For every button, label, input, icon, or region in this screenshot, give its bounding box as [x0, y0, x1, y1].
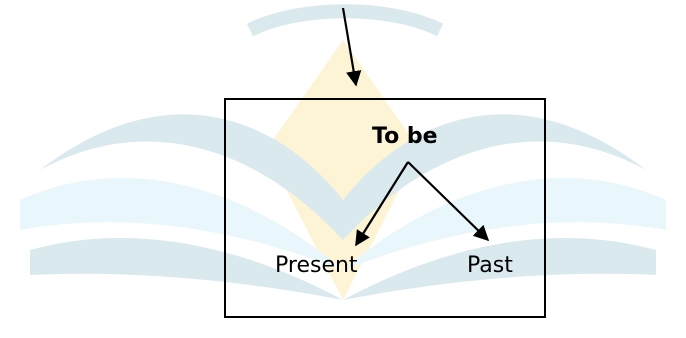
root-node-label: To be	[372, 124, 438, 149]
branch-past-label: Past	[467, 253, 513, 278]
incoming-arrow	[343, 8, 356, 85]
branch-present-label: Present	[275, 253, 358, 278]
